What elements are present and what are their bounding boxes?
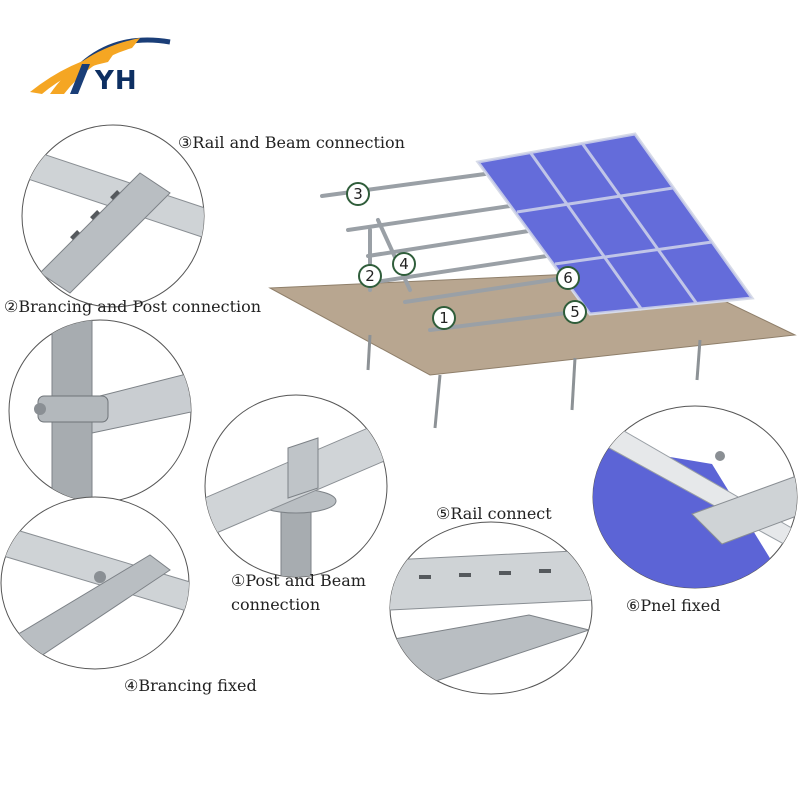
detail-bracing-post-label: ②Brancing and Post connection [4, 297, 262, 316]
logo-text: YH [95, 66, 138, 96]
detail-rail-beam-label: ③Rail and Beam connection [178, 133, 405, 152]
detail-bracing-fixed-label: ④Brancing fixed [124, 676, 257, 695]
callout-4: 4 [392, 252, 416, 276]
detail-rail-connect-image [389, 521, 593, 695]
detail-panel-fixed-image [592, 405, 798, 589]
callout-5: 5 [563, 300, 587, 324]
callout-3: 3 [346, 182, 370, 206]
logo-mark-icon [30, 37, 171, 94]
detail-post-beam-label-line2: connection [231, 595, 321, 614]
detail-rail-beam-image [21, 124, 205, 308]
detail-post-beam-label-line1: ①Post and Beam [231, 571, 366, 590]
detail-bracing-fixed-image [0, 496, 190, 670]
solar-panels [475, 132, 755, 316]
detail-panel-fixed-label: ⑥Pnel fixed [626, 596, 721, 615]
detail-rail-connect-label: ⑤Rail connect [436, 504, 552, 523]
callout-2: 2 [358, 264, 382, 288]
callout-1: 1 [432, 306, 456, 330]
detail-bracing-post-image [8, 319, 192, 503]
detail-post-beam-image [204, 394, 388, 578]
solar-array-illustration [268, 132, 797, 429]
callout-6: 6 [556, 266, 580, 290]
